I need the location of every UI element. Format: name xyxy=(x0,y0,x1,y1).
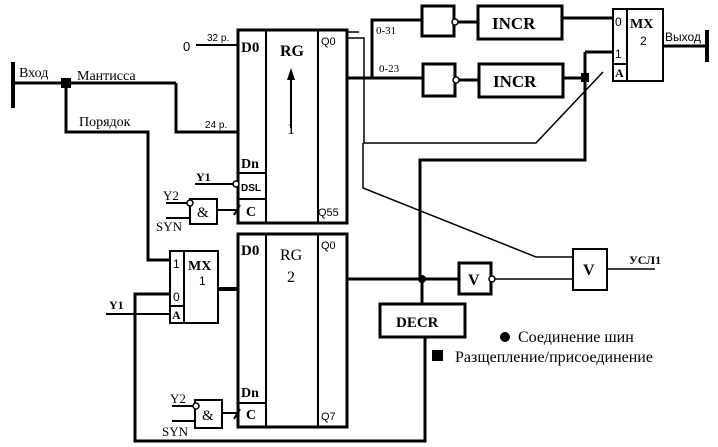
split-node-icon xyxy=(61,78,71,88)
rg1-dn-label: Dn xyxy=(241,157,259,172)
output-label: Выход xyxy=(665,30,701,44)
rg1-c-label: C xyxy=(246,205,256,220)
input-label: Вход xyxy=(19,66,48,81)
inversion-bubble-icon xyxy=(192,402,200,410)
and-top-y2-label: Y2 xyxy=(163,188,179,203)
rg2-qn-label: Q7 xyxy=(321,411,336,423)
y1-top-label: Y1 xyxy=(196,170,211,184)
inversion-bubble-icon xyxy=(186,199,194,207)
mx2-title: MX xyxy=(630,17,653,32)
mantissa-output-path: 0-31 0-23 INCR INCR xyxy=(347,4,613,280)
decr-feedback-wire xyxy=(133,292,427,443)
legend-bus-join: Соединение шин xyxy=(518,329,634,346)
or-gate-2-label: V xyxy=(583,262,595,279)
bits32-label: 32 р. xyxy=(207,33,229,44)
and-top-syn-label: SYN xyxy=(156,219,183,234)
decr-block xyxy=(378,302,467,339)
bits24-label: 24 р. xyxy=(205,120,227,131)
rg1-d0-label: D0 xyxy=(241,40,259,56)
clock-edge-icon xyxy=(233,408,241,420)
bus-label-bottom: 0-23 xyxy=(379,63,400,75)
and-bottom-syn-label: SYN xyxy=(162,424,189,439)
or-gate-1-label: V xyxy=(468,272,480,289)
input-section: Вход Мантисса Порядок 0 32 р. 24 р. xyxy=(11,33,238,262)
and-gate-top xyxy=(189,198,218,225)
mx1-title: MX xyxy=(188,259,211,274)
mx1-addr-label: A xyxy=(172,308,181,322)
and-gate-bottom-symbol: & xyxy=(202,408,214,424)
condition-label: УСЛ1 xyxy=(629,253,661,267)
rg2-q0-label: Q0 xyxy=(321,240,336,252)
clock-edge-icon xyxy=(233,204,241,216)
register-rg2: D0 RG 2 Q0 Dn C Q7 xyxy=(236,232,349,429)
rg2-d0-label: D0 xyxy=(241,243,259,259)
rg1-dsl-label: DSL xyxy=(241,183,261,194)
exponent-label: Порядок xyxy=(79,115,131,130)
mx1-in0-label: 0 xyxy=(173,290,180,304)
mx1-in1-label: 1 xyxy=(173,257,180,271)
incr-top-label: INCR xyxy=(492,14,536,33)
rg1-number: 1 xyxy=(287,121,295,138)
incr-top-block xyxy=(476,4,564,41)
legend: Соединение шин Разщепление/присоединение xyxy=(432,329,653,366)
multiplexer-mx2: 0 1 A MX 2 Выход xyxy=(612,8,709,82)
y1-bottom-label: Y1 xyxy=(109,298,124,312)
incr-bottom-label: INCR xyxy=(493,72,537,91)
mx2-number: 2 xyxy=(640,34,647,48)
mx2-in0-label: 0 xyxy=(615,15,622,29)
inversion-bubble-icon xyxy=(488,275,496,283)
or-gate-1 xyxy=(457,261,493,296)
mantissa-label: Мантисса xyxy=(77,69,136,84)
exponent-wire xyxy=(64,88,170,262)
rg2-control: & Y2 SYN xyxy=(162,391,241,439)
multiplexer-mx1: 1 0 A MX 1 Y1 xyxy=(106,250,427,443)
inversion-bubble-icon xyxy=(451,18,459,26)
rg2-number: 2 xyxy=(287,269,295,286)
exponent-output-path: DECR V V УСЛ1 xyxy=(347,248,661,339)
mx1-number: 1 xyxy=(199,274,206,288)
and-bottom-y2-label: Y2 xyxy=(170,391,186,406)
arrow-head-icon xyxy=(287,68,295,80)
mantissa-wire xyxy=(174,83,238,134)
split-join-legend-icon xyxy=(432,350,443,361)
buffer-top xyxy=(420,4,456,38)
and-gate-top-symbol: & xyxy=(197,205,209,221)
incr-bottom-block xyxy=(477,62,565,99)
bus-join-legend-icon xyxy=(500,332,510,342)
rg1-q0-label: Q0 xyxy=(321,36,336,48)
rg2-c-label: C xyxy=(246,408,256,423)
rg2-dn-label: Dn xyxy=(241,386,259,401)
bus-label-top: 0-31 xyxy=(376,25,396,37)
buffer-bottom xyxy=(421,62,457,98)
rg1-title: RG xyxy=(280,43,305,60)
rg1-qn-label: Q55 xyxy=(318,207,339,219)
inversion-bubble-icon xyxy=(232,180,240,188)
legend-split-join: Разщепление/присоединение xyxy=(455,349,653,366)
rg1-control: Y1 & Y2 SYN xyxy=(156,170,241,234)
zero-label: 0 xyxy=(183,39,190,54)
mx2-in1-label: 1 xyxy=(615,47,622,61)
mx2-addr-label: A xyxy=(615,66,624,80)
inversion-bubble-icon xyxy=(452,76,460,84)
or-gate-2 xyxy=(572,248,608,291)
register-rg1: D0 RG 1 Q0 Dn DSL C Q55 xyxy=(236,28,349,225)
decr-label: DECR xyxy=(396,315,439,331)
rg2-title: RG xyxy=(280,247,303,264)
